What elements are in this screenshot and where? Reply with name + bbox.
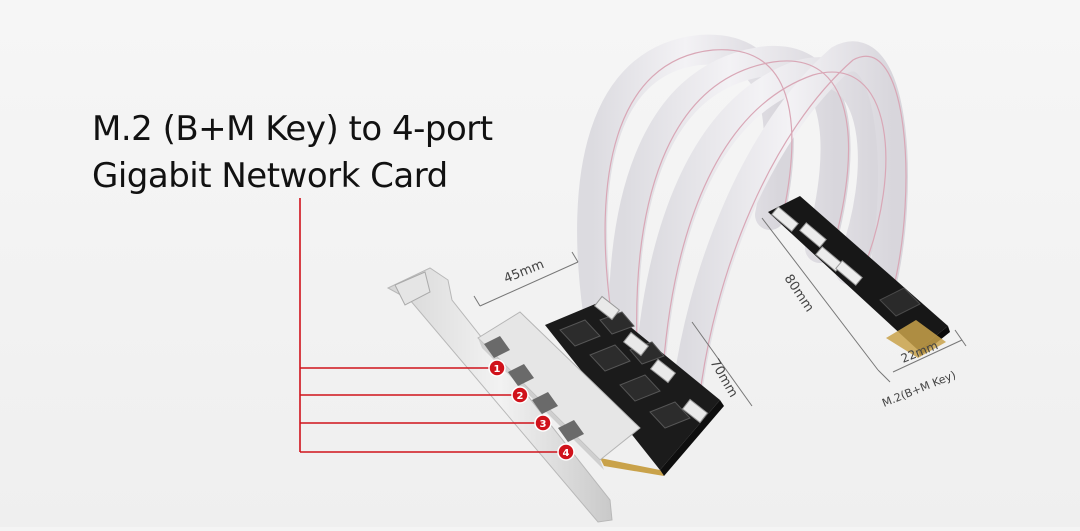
ribbon-cables [577, 34, 908, 425]
port-marker-2: 2 [511, 386, 529, 404]
port-marker-3: 3 [534, 414, 552, 432]
port-number-4: 4 [563, 448, 570, 459]
rj45-port-block [477, 311, 641, 470]
port-marker-1: 1 [488, 359, 506, 377]
port-markers: 1 2 3 4 [488, 359, 575, 461]
network-card-board [545, 295, 724, 476]
m2-card [768, 196, 950, 358]
product-title-line-2: Gigabit Network Card [92, 156, 448, 196]
dimension-lines [473, 217, 967, 407]
port-number-2: 2 [517, 391, 524, 402]
port-callout-lines [299, 198, 566, 453]
product-title: M.2 (B+M Key) to 4-port Gigabit Network … [92, 106, 493, 200]
product-title-line-1: M.2 (B+M Key) to 4-port [92, 109, 493, 149]
port-number-1: 1 [494, 364, 501, 375]
port-number-3: 3 [540, 419, 547, 430]
port-marker-4: 4 [557, 443, 575, 461]
